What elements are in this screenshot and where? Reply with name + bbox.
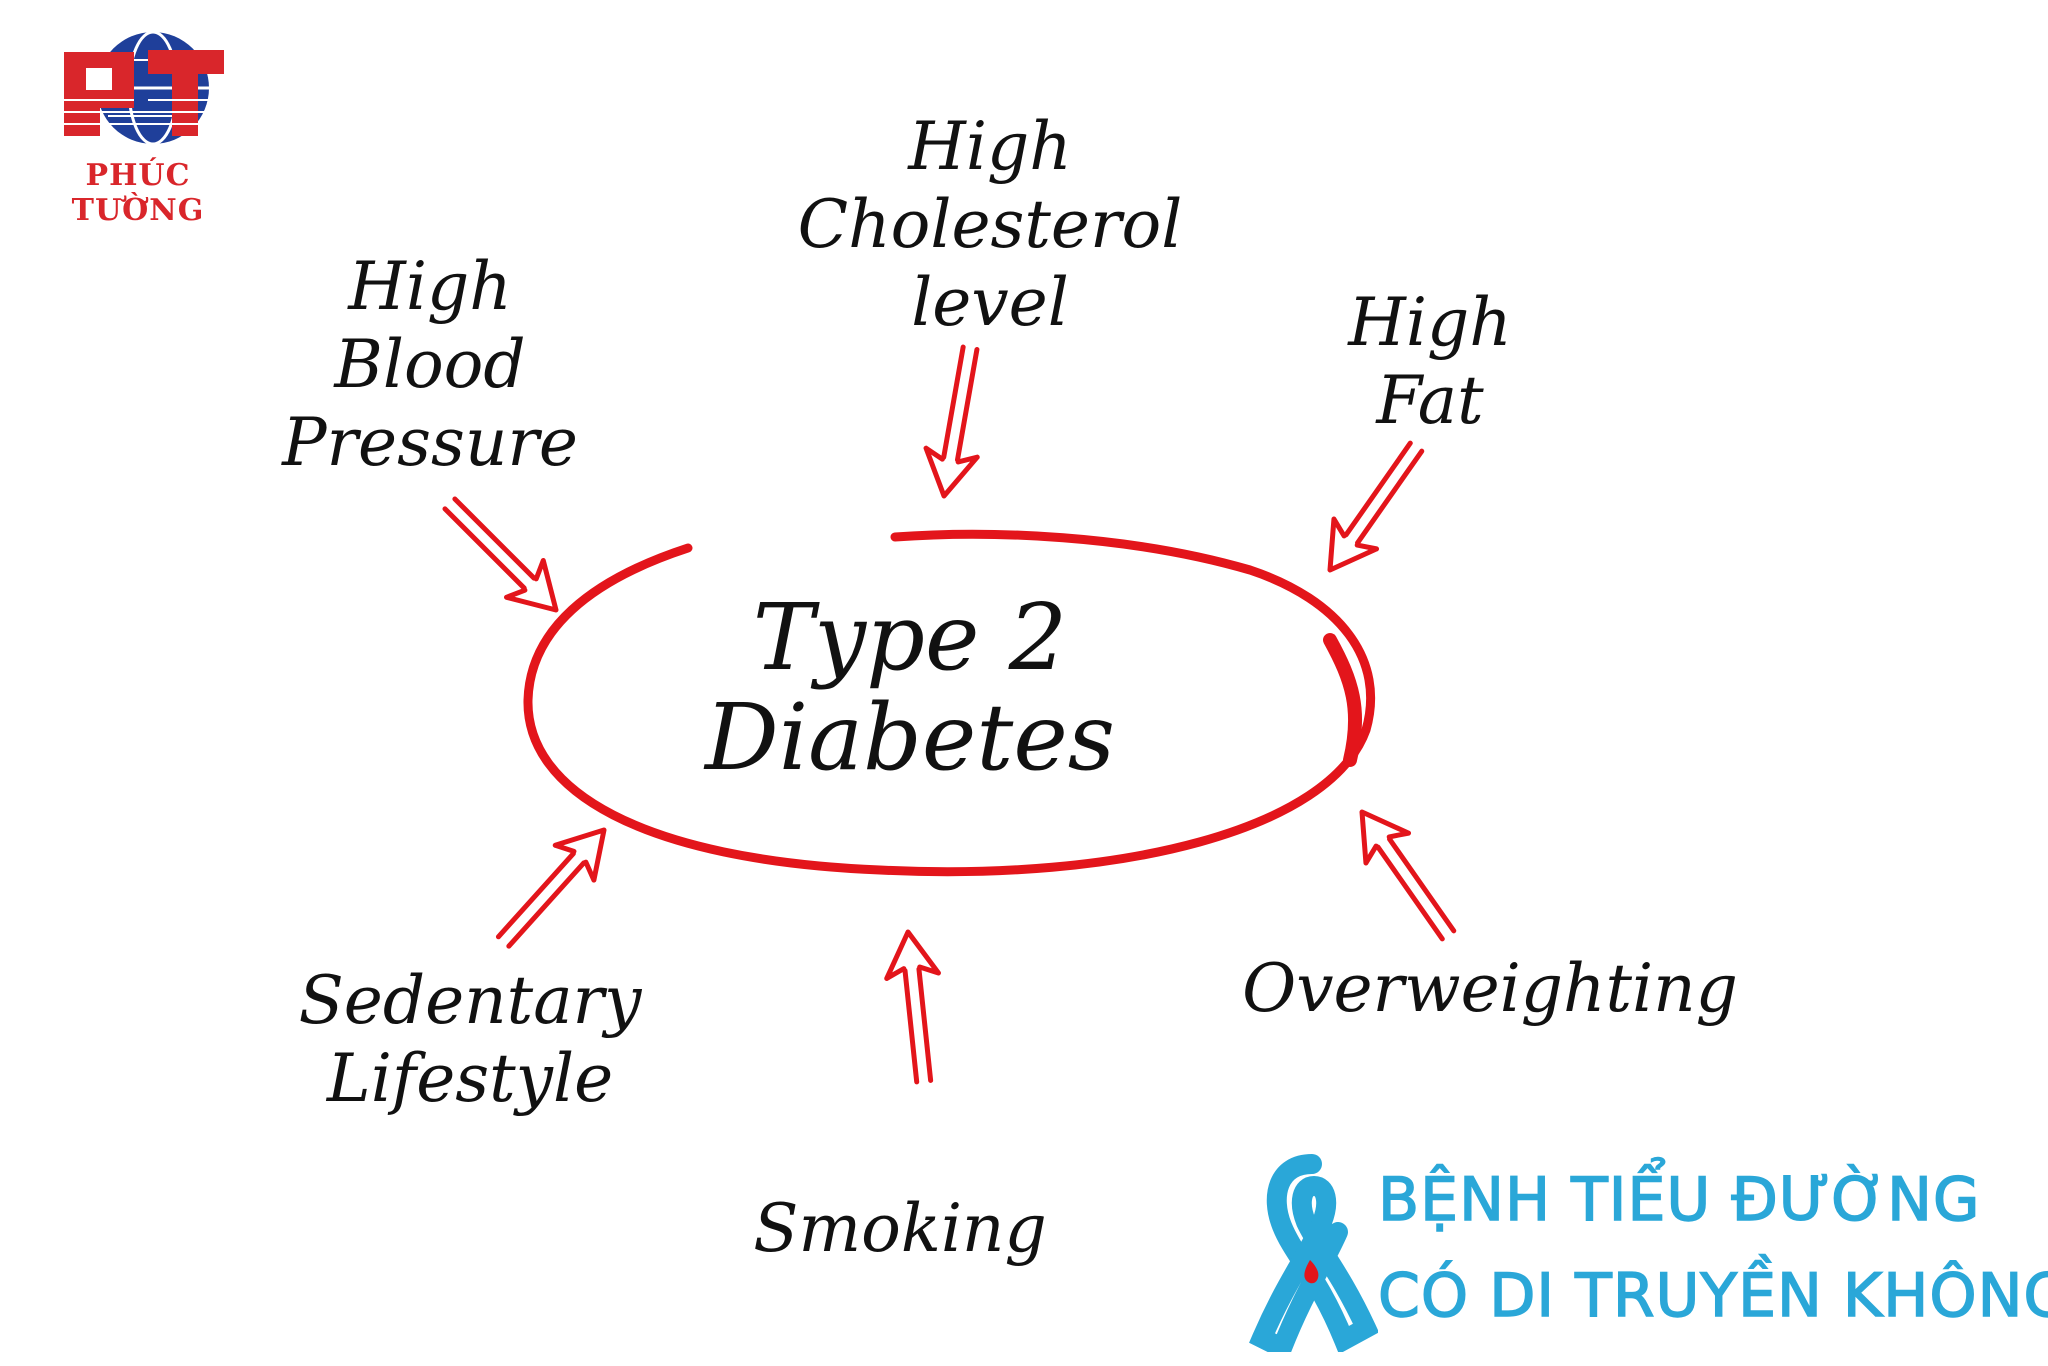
factor-smoking: Smoking	[710, 1190, 1090, 1268]
factor-line: High	[908, 108, 1072, 185]
factor-line: Pressure	[282, 404, 578, 481]
arrow-high-cholesterol	[918, 344, 995, 501]
factor-line: level	[911, 264, 1069, 341]
center-line: Type 2	[752, 584, 1068, 691]
factor-high-cholesterol: High Cholesterol level	[750, 108, 1230, 342]
center-line: Diabetes	[704, 684, 1115, 791]
factor-line: Fat	[1376, 362, 1484, 439]
center-label: Type 2 Diabetes	[640, 588, 1180, 788]
factor-line: Overweighting	[1242, 950, 1738, 1027]
factor-overweighting: Overweighting	[1190, 950, 1790, 1028]
factor-line: Cholesterol	[797, 186, 1183, 263]
factor-line: Smoking	[753, 1190, 1047, 1267]
factor-line: Sedentary	[298, 962, 642, 1039]
awareness-ribbon-icon	[1249, 1154, 1378, 1352]
center-ring	[523, 529, 1375, 877]
globe-monogram-icon	[64, 30, 224, 146]
factor-line: Lifestyle	[326, 1040, 614, 1117]
arrow-overweighting	[1341, 797, 1470, 950]
brand-name: PHÚC TƯỜNG	[71, 158, 205, 228]
question-banner: BỆNH TIỂU ĐƯỜNG CÓ DI TRUYỀN KHÔNG?	[1248, 1152, 2048, 1352]
blood-drop-icon	[1304, 1260, 1319, 1284]
arrow-high-fat	[1309, 432, 1438, 585]
factor-high-blood-pressure: High Blood Pressure	[250, 248, 610, 482]
arrow-smoking	[882, 929, 949, 1084]
brand-logo: PHÚC TƯỜNG	[18, 30, 258, 228]
factor-line: High	[348, 248, 512, 325]
factor-sedentary-lifestyle: Sedentary Lifestyle	[260, 962, 680, 1118]
banner-text: BỆNH TIỂU ĐƯỜNG CÓ DI TRUYỀN KHÔNG?	[1377, 1152, 2048, 1344]
factor-line: High	[1348, 284, 1512, 361]
factor-line: Blood	[334, 326, 526, 403]
banner-line-2: CÓ DI TRUYỀN KHÔNG?	[1377, 1260, 2048, 1332]
banner-line-1: BỆNH TIỂU ĐƯỜNG	[1377, 1164, 1981, 1236]
arrow-sedentary-lifestyle	[484, 813, 623, 959]
arrow-high-blood-pressure	[432, 486, 575, 629]
factor-high-fat: High Fat	[1300, 284, 1560, 440]
